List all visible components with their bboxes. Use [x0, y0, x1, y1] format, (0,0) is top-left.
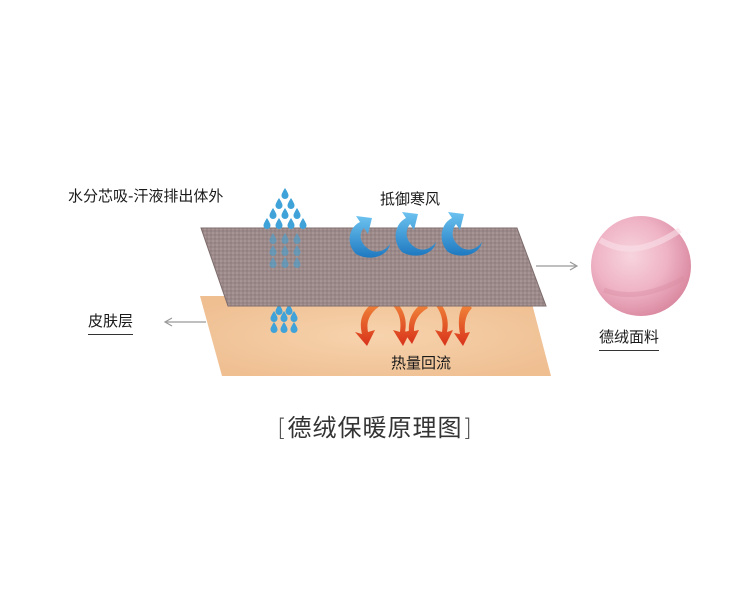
arrow-icon: [163, 317, 206, 327]
caption-open-bracket: [: [277, 414, 288, 442]
wind-arrow-icon: [395, 212, 436, 256]
wind-arrow-icon: [349, 216, 390, 258]
skin-layer-label: 皮肤层: [88, 310, 134, 335]
heat-return-label: 热量回流: [391, 354, 452, 372]
heat-return-arrows: [355, 298, 472, 346]
moisture-wicking-label: 水分芯吸-汗液排出体外: [68, 187, 224, 205]
diagram-caption: [德绒保暖原理图]: [0, 408, 750, 443]
caption-title: 德绒保暖原理图: [287, 414, 463, 442]
wind-resistance-arrows: [349, 212, 482, 258]
heat-arrow-icon: [355, 300, 383, 346]
heat-arrow-icon: [386, 298, 428, 346]
fabric-layer-shape: [200, 227, 547, 307]
fabric-label: 德绒面料: [599, 326, 660, 351]
heat-arrow-icon: [430, 298, 472, 346]
wind-arrow-icon: [441, 212, 482, 256]
caption-close-bracket: ]: [462, 414, 473, 442]
arrow-icon: [536, 261, 579, 271]
wind-resistance-label: 抵御寒风: [380, 190, 441, 208]
